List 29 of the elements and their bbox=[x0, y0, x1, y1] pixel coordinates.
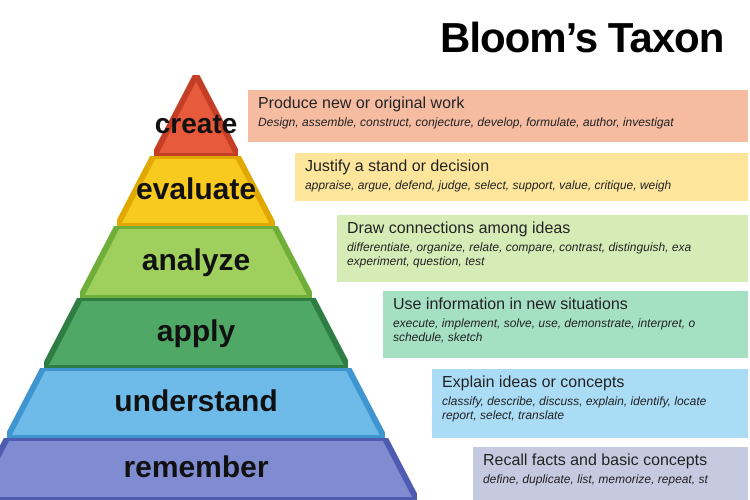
description-heading: Justify a stand or decision bbox=[305, 158, 490, 176]
description-heading: Produce new or original work bbox=[258, 95, 466, 113]
pyramid-level bbox=[44, 298, 348, 368]
description-box bbox=[248, 90, 748, 142]
verb-list: Design, assemble, construct, conjecture, develop, formulate, author, investigat bbox=[258, 115, 742, 129]
verb-list: appraise, argue, defend, judge, select, support, value, critique, weigh bbox=[305, 178, 742, 192]
description-box bbox=[295, 153, 748, 201]
title: Bloom’s Taxon bbox=[440, 14, 724, 62]
verb-list: define, duplicate, list, memorize, repeat, st bbox=[483, 472, 742, 486]
description-box bbox=[473, 447, 748, 500]
description-box bbox=[432, 369, 748, 438]
description-heading: Draw connections among ideas bbox=[347, 220, 572, 238]
level-label: understand bbox=[114, 385, 278, 419]
description-box bbox=[383, 291, 748, 358]
level-label: analyze bbox=[142, 244, 250, 278]
pyramid-level bbox=[117, 156, 274, 226]
description-heading: Recall facts and basic concepts bbox=[483, 452, 708, 470]
verb-list: differentiate, organize, relate, compare, contrast, distinguish, exa experiment, question, test bbox=[347, 240, 742, 268]
description-heading: Use information in new situations bbox=[393, 296, 629, 314]
pyramid-level bbox=[80, 226, 312, 298]
level-label: evaluate bbox=[136, 173, 256, 207]
description-heading: Explain ideas or concepts bbox=[442, 374, 626, 392]
level-label: apply bbox=[156, 315, 236, 349]
verb-list: classify, describe, discuss, explain, identify, locate report, select, translate bbox=[442, 394, 742, 422]
level-label: remember bbox=[123, 451, 269, 485]
pyramid-level bbox=[0, 438, 417, 500]
description-box bbox=[337, 215, 748, 282]
verb-list: execute, implement, solve, use, demonstrate, interpret, o schedule, sketch bbox=[393, 316, 742, 344]
pyramid-level bbox=[7, 368, 385, 438]
